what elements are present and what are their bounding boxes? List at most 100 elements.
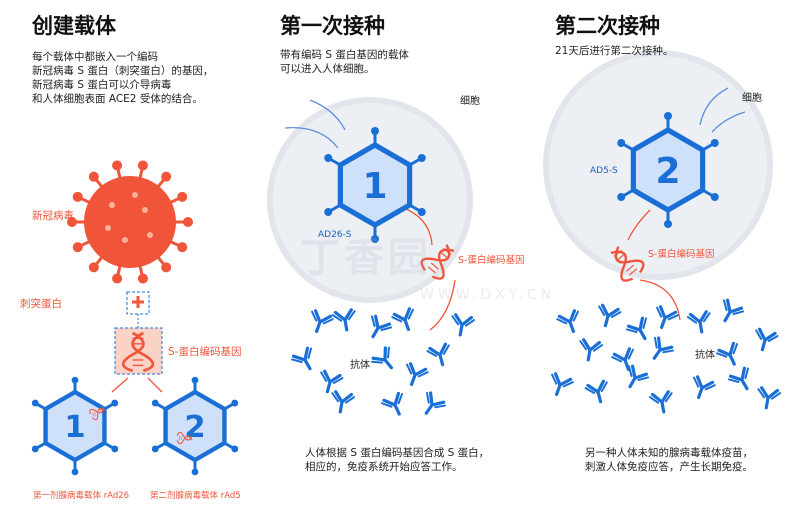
vector-spike-tip (710, 139, 719, 147)
antibody (451, 313, 476, 337)
antibody (727, 366, 750, 391)
vector-spike-tip (324, 208, 333, 216)
split-arrow-1 (111, 377, 129, 393)
spike-protein-tip (137, 160, 148, 171)
vector-spike-tip (191, 468, 199, 476)
antibody (722, 298, 745, 323)
coronavirus (67, 160, 193, 284)
section3-title: 第二次接种 (555, 14, 660, 38)
split-arrow-2 (147, 377, 163, 393)
spike-protein-tip (72, 242, 83, 253)
antibody (584, 379, 608, 404)
spike-protein-tip (161, 171, 172, 182)
antibody (755, 327, 779, 352)
antibody (556, 309, 579, 333)
vector-spike-tip (710, 193, 719, 201)
spike-protein-tip (112, 273, 123, 284)
virus-spot (142, 207, 148, 213)
antibody (686, 310, 711, 334)
vector-ad26-in-cell: 1 (324, 127, 426, 243)
antibody (579, 338, 604, 362)
antibody (320, 369, 344, 394)
antibody (625, 316, 648, 341)
antibody (290, 346, 313, 371)
section1-title: 创建载体 (32, 14, 116, 38)
gene-label-1: S-蛋白编码基因 (168, 346, 242, 358)
spike-protein-tip (161, 262, 172, 273)
section3-footer: 另一种人体未知的腺病毒载体疫苗， 刺激人体免疫应答，产生长期免疫。 (585, 447, 753, 473)
section2-title: 第一次接种 (280, 14, 385, 38)
spike-protein-tip (183, 217, 193, 227)
antibody-arrow-2 (639, 279, 681, 321)
spike-protein-tip (177, 191, 188, 202)
vector-spike-tip (664, 220, 672, 228)
antibody (611, 347, 634, 371)
vector-spike-tip (151, 445, 159, 453)
gene-dna-vector1 (89, 406, 106, 421)
antibody (424, 391, 447, 415)
antibody (381, 391, 404, 416)
antibody (656, 305, 679, 329)
spike-detail (132, 296, 144, 308)
cell-label-2: 细胞 (742, 93, 762, 104)
antibody (311, 309, 334, 333)
vector-spike-tip (31, 399, 39, 407)
vector-2: 2 (151, 376, 239, 476)
watermark-url: WWW.DXY.CN (420, 287, 556, 303)
vector-number: 2 (655, 151, 680, 192)
vector-spike-tip (617, 193, 626, 201)
vector-capsid (630, 127, 706, 213)
vector-spike-tip (417, 154, 426, 162)
vector-spike-tip (111, 399, 119, 407)
gene-dna-cell2 (610, 246, 645, 282)
virus-spot (105, 225, 111, 231)
antibody-label-2: 抗体 (695, 350, 715, 361)
antibody (406, 362, 429, 386)
virus-spot (132, 192, 138, 198)
section2-description: 带有编码 S 蛋白基因的载体 可以进入人体细胞。 (280, 49, 409, 75)
antibody (716, 341, 739, 366)
vector-spike-tip (71, 376, 79, 384)
vector-spike-tip (111, 445, 119, 453)
vector-1: 1 (31, 376, 119, 476)
virus-body (84, 176, 176, 268)
vector2-label: 第二剂腺病毒载体 rAd5 (150, 491, 241, 501)
virus-spot (122, 237, 128, 243)
entry-arrow-4 (711, 111, 746, 133)
antibody (391, 307, 414, 331)
antibody (370, 314, 393, 339)
antibody (757, 386, 782, 410)
section3-description: 21天后进行第二次接种。 (555, 45, 674, 57)
virus-spot (147, 232, 153, 238)
cell-label-1: 细胞 (460, 96, 480, 107)
gene-dna-vector2 (176, 431, 193, 445)
vector-spike-tip (664, 112, 672, 120)
spike-protein-tip (88, 171, 99, 182)
vector-spike-tip (371, 235, 379, 243)
spike-protein-tip (72, 191, 83, 202)
antibody (331, 308, 356, 332)
spike-protein-tip (177, 242, 188, 253)
vector-spike-tip (31, 445, 39, 453)
antibody (627, 364, 650, 389)
virus-label: 新冠病毒 (32, 210, 74, 222)
antibody (693, 375, 716, 399)
vector-spike-tip (191, 376, 199, 384)
vector-number: 1 (362, 166, 387, 207)
antibody (371, 346, 394, 370)
vector-number: 1 (64, 410, 85, 445)
entry-arrow-3 (699, 87, 729, 126)
antibody-label-1: 抗体 (350, 360, 370, 371)
vector-capsid (43, 389, 107, 463)
vector-spike-tip (231, 445, 239, 453)
vector-spike-tip (324, 154, 333, 162)
spike-label: 刺突蛋白 (20, 298, 62, 310)
antibody-arrow-1 (429, 279, 456, 331)
antibody (652, 336, 675, 360)
section2-footer: 人体根据 S 蛋白编码基因合成 S 蛋白， 相应的，免疫系统开始应答工作。 (305, 447, 490, 473)
spike-protein-tip (112, 160, 123, 171)
vector-spike-tip (417, 208, 426, 216)
vector-spike-tip (151, 399, 159, 407)
antibody (426, 342, 450, 367)
